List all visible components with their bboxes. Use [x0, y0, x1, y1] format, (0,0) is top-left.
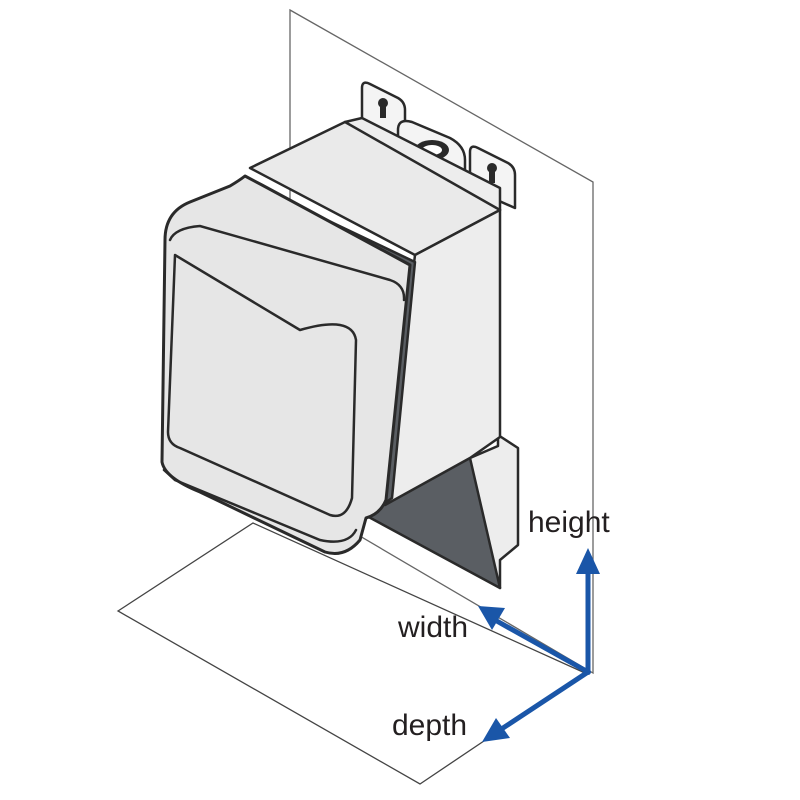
cover-lower-contour	[162, 468, 358, 543]
depth-arrow	[482, 669, 591, 742]
depth-label: depth	[392, 709, 468, 742]
base-light-face	[468, 433, 520, 590]
mounting-tab-left	[360, 81, 407, 142]
height-arrow	[576, 548, 600, 675]
height-label: height	[528, 506, 610, 539]
width-label: width	[398, 611, 469, 644]
width-arrow	[478, 606, 591, 675]
cover-top-contour	[168, 224, 406, 302]
keyhole-slot-icon	[487, 163, 497, 183]
arrow-origin	[585, 669, 591, 675]
cover-front-contour	[166, 253, 358, 518]
keyhole-slot-icon	[378, 98, 388, 118]
